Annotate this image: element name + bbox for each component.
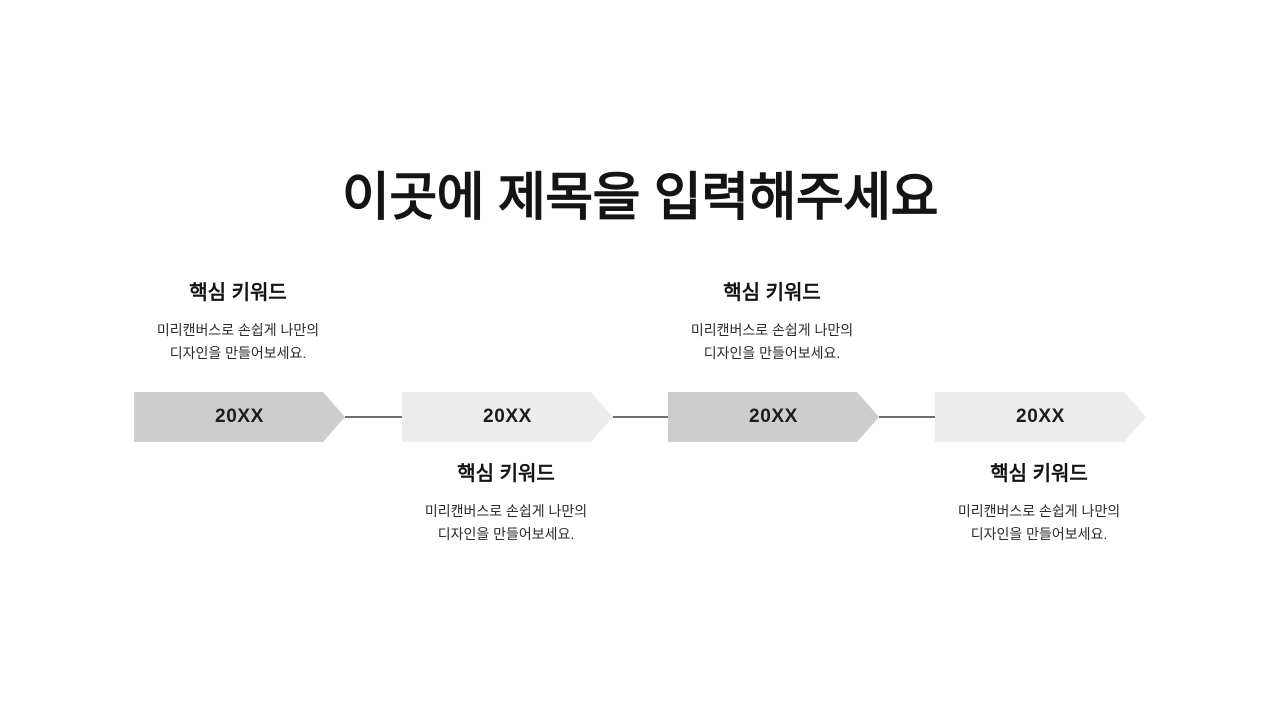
caption-body-line-1: 미리캔버스로 손쉽게 나만의 [690,322,854,338]
caption-heading: 핵심 키워드 [457,463,555,485]
caption-heading: 핵심 키워드 [990,463,1088,485]
chevron-arrow-icon [402,392,613,442]
timeline-connector-2 [613,416,668,418]
caption-body-line-1: 미리캔버스로 손쉽게 나만의 [424,503,588,519]
chevron-arrow-icon [668,392,879,442]
timeline-step-2[interactable]: 20XX [402,392,613,442]
timeline-step-4[interactable]: 20XX [935,392,1146,442]
caption-body-line-2: 디자인을 만들어보세요. [169,345,307,362]
chevron-arrow-icon [935,392,1146,442]
timeline-step-3[interactable]: 20XX [668,392,879,442]
page-title: 이곳에 제목을 입력해주세요 [342,168,938,227]
caption-body-line-1: 미리캔버스로 손쉽게 나만의 [957,503,1121,519]
caption-heading: 핵심 키워드 [189,282,287,304]
timeline-step-1[interactable]: 20XX [134,392,345,442]
caption-body-line-1: 미리캔버스로 손쉽게 나만의 [156,322,320,338]
caption-heading: 핵심 키워드 [723,282,821,304]
caption-body-line-2: 디자인을 만들어보세요. [970,526,1108,543]
chevron-arrow-icon [134,392,345,442]
caption-body-line-2: 디자인을 만들어보세요. [703,345,841,362]
caption-body-line-2: 디자인을 만들어보세요. [437,526,575,543]
timeline-connector-1 [345,416,402,418]
timeline-connector-3 [879,416,935,418]
